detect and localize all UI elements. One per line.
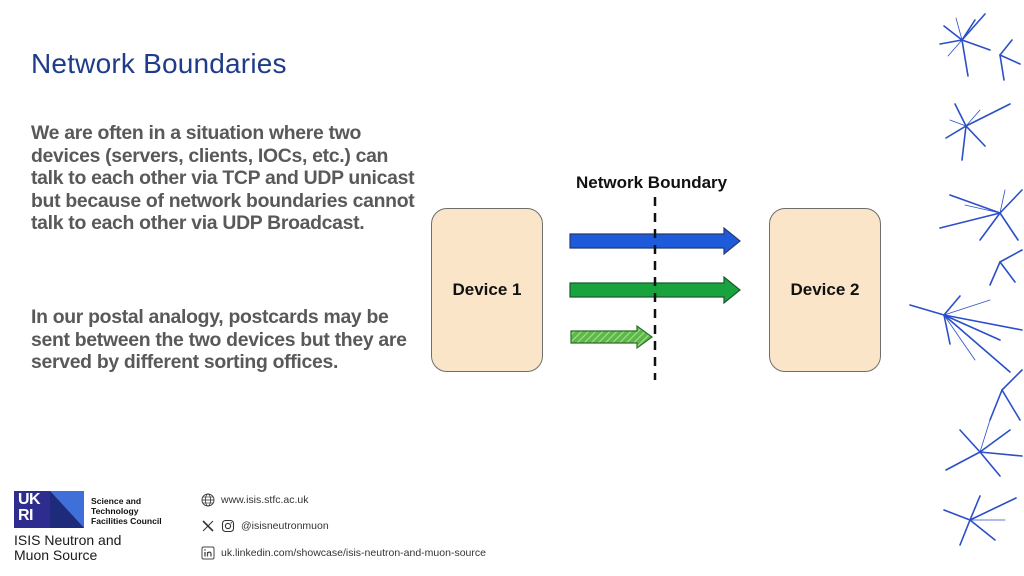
- udp-broadcast-arrow: [570, 324, 654, 350]
- device-2-label: Device 2: [790, 280, 860, 299]
- device-1-box: Device 1: [431, 208, 543, 372]
- device-2-box: Device 2: [769, 208, 881, 372]
- slide-title: Network Boundaries: [31, 48, 287, 79]
- linkedin-row[interactable]: uk.linkedin.com/showcase/isis-neutron-an…: [201, 546, 486, 560]
- website-row[interactable]: www.isis.stfc.ac.uk: [201, 493, 309, 507]
- organisation-name: ISIS Neutron and Muon Source: [14, 532, 122, 563]
- social-row[interactable]: @isisneutronmuon: [201, 519, 329, 533]
- logo-text-ri: RI: [18, 507, 34, 524]
- logo-text-uk: UK: [18, 491, 41, 508]
- intro-paragraph: We are often in a situation where two de…: [31, 122, 415, 234]
- network-boundary-label: Network Boundary: [576, 173, 728, 192]
- linkedin-icon: [201, 546, 215, 560]
- analogy-paragraph: In our postal analogy, postcards may be …: [31, 306, 407, 373]
- particle-track-decoration: [909, 13, 1023, 546]
- device-1-label: Device 1: [452, 280, 522, 299]
- linkedin-link[interactable]: uk.linkedin.com/showcase/isis-neutron-an…: [221, 547, 486, 559]
- ukri-logo: UK RI: [14, 491, 84, 528]
- website-link[interactable]: www.isis.stfc.ac.uk: [221, 494, 309, 506]
- social-handle[interactable]: @isisneutronmuon: [241, 520, 329, 532]
- globe-icon: [201, 493, 215, 507]
- tcp-arrow: [569, 226, 741, 256]
- council-name: Science and Technology Facilities Counci…: [91, 496, 162, 526]
- x-logo-icon[interactable]: [201, 519, 215, 533]
- instagram-icon[interactable]: [221, 519, 235, 533]
- udp-unicast-arrow: [569, 275, 741, 305]
